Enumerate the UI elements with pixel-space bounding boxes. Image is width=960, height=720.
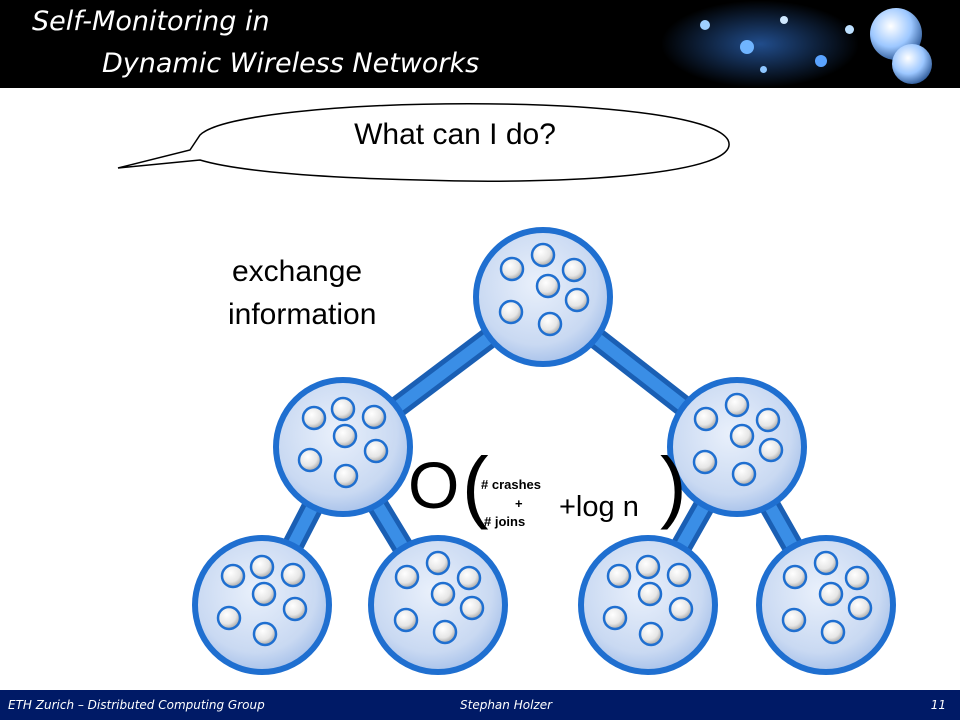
- inner-process-dot: [432, 619, 458, 645]
- inner-process-dot: [363, 438, 389, 464]
- inner-process-dot: [220, 563, 246, 589]
- inner-process-dot: [692, 449, 718, 475]
- inner-process-dot: [430, 581, 456, 607]
- inner-process-dot: [729, 423, 755, 449]
- label-exchange: exchange: [232, 255, 363, 288]
- tree-nodes: [192, 227, 896, 675]
- sparkle-dot: [780, 16, 788, 24]
- slide-title-line-2: Dynamic Wireless Networks: [102, 48, 480, 79]
- inner-process-dot: [499, 256, 525, 282]
- sparkle-dot: [700, 20, 710, 30]
- inner-process-dot: [249, 554, 275, 580]
- formula-log-term: +log n: [559, 491, 639, 523]
- formula-plus: +: [515, 496, 523, 511]
- slide-title-line-1: Self-Monitoring in: [32, 6, 270, 37]
- node-root: [473, 227, 613, 367]
- inner-process-dot: [393, 607, 419, 633]
- inner-process-dot: [758, 437, 784, 463]
- inner-process-dot: [361, 404, 387, 430]
- inner-process-dot: [252, 621, 278, 647]
- inner-process-dot: [459, 595, 485, 621]
- inner-process-dot: [847, 595, 873, 621]
- inner-process-dot: [781, 607, 807, 633]
- inner-process-dot: [668, 596, 694, 622]
- formula-joins-term: # joins: [484, 514, 526, 529]
- inner-process-dot: [561, 257, 587, 283]
- inner-process-dot: [606, 563, 632, 589]
- footer-group: ETH Zurich – Distributed Computing Group: [8, 698, 265, 712]
- sparkle-dot: [815, 55, 827, 67]
- node-right-left: [578, 535, 718, 675]
- inner-process-dot: [818, 581, 844, 607]
- inner-process-dot: [535, 273, 561, 299]
- footer-bar: ETH Zurich – Distributed Computing Group…: [0, 690, 960, 720]
- node-left-right: [368, 535, 508, 675]
- inner-process-dot: [755, 407, 781, 433]
- inner-process-dot: [731, 461, 757, 487]
- inner-process-dot: [813, 550, 839, 576]
- inner-process-dot: [251, 581, 277, 607]
- inner-process-dot: [498, 299, 524, 325]
- inner-process-dot: [637, 581, 663, 607]
- formula-close-paren: ): [660, 441, 687, 530]
- speech-bubble: [117, 103, 730, 182]
- title-bar: Self-Monitoring in Dynamic Wireless Netw…: [0, 0, 960, 88]
- inner-process-dot: [216, 605, 242, 631]
- inner-process-dot: [537, 311, 563, 337]
- inner-process-dot: [394, 564, 420, 590]
- inner-process-dot: [333, 463, 359, 489]
- inner-process-dot: [282, 596, 308, 622]
- speech-bubble-text: What can I do?: [354, 118, 556, 151]
- node-left: [273, 377, 413, 517]
- inner-process-dot: [456, 565, 482, 591]
- formula-big-o: O: [408, 448, 460, 522]
- inner-process-dot: [301, 405, 327, 431]
- inner-process-dot: [297, 447, 323, 473]
- inner-process-dot: [844, 565, 870, 591]
- formula-open-paren: (: [462, 441, 489, 530]
- inner-process-dot: [602, 605, 628, 631]
- footer-page-number: 11: [930, 698, 946, 712]
- inner-process-dot: [635, 554, 661, 580]
- inner-process-dot: [332, 423, 358, 449]
- inner-process-dot: [564, 287, 590, 313]
- sparkle-dot: [740, 40, 754, 54]
- footer-author: Stephan Holzer: [460, 698, 553, 712]
- inner-process-dot: [330, 396, 356, 422]
- inner-process-dot: [280, 562, 306, 588]
- inner-process-dot: [666, 562, 692, 588]
- inner-process-dot: [820, 619, 846, 645]
- inner-process-dot: [724, 392, 750, 418]
- inner-process-dot: [530, 242, 556, 268]
- label-information: information: [228, 298, 377, 331]
- node-right-right: [756, 535, 896, 675]
- inner-process-dot: [425, 550, 451, 576]
- inner-process-dot: [638, 621, 664, 647]
- sparkle-dot: [760, 66, 767, 73]
- node-left-left: [192, 535, 332, 675]
- inner-process-dot: [782, 564, 808, 590]
- sparkle-glow: [660, 0, 860, 88]
- formula-crashes-term: # crashes: [481, 477, 541, 492]
- sparkle-dot: [845, 25, 854, 34]
- inner-process-dot: [693, 406, 719, 432]
- node-right: [667, 377, 807, 517]
- disco-ball-icon: [892, 44, 932, 84]
